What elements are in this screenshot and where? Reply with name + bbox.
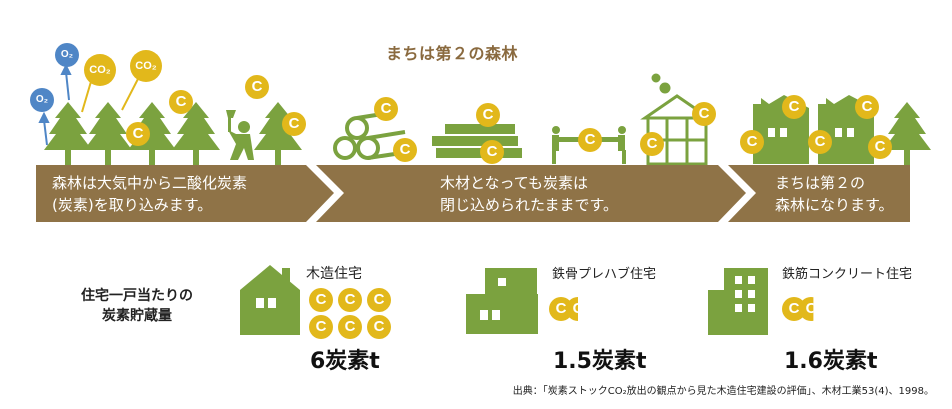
carbon-coin: C (374, 97, 398, 121)
house-type-label: 鉄筋コンクリート住宅 (782, 267, 913, 282)
band-step-2: 木材となっても炭素は 閉じ込められたままです。 (440, 172, 618, 216)
source-citation: 出典：「炭素ストックCO₂放出の観点から見た木造住宅建設の評価」、木材工業53(… (512, 386, 934, 397)
rc-house-value: 1.6炭素t (784, 349, 878, 374)
infographic-title: まちは第２の森林 (386, 44, 519, 63)
carbon-coin: C (309, 315, 333, 339)
step-text: 閉じ込められたままです。 (440, 196, 619, 214)
carbon-coin: C (640, 132, 664, 156)
step-text: 森林は大気中から二酸化炭素 (52, 174, 248, 192)
carbon-coin: C (808, 130, 832, 154)
carbon-coin: C (480, 140, 504, 164)
co2-bubble: CO₂ (84, 54, 116, 86)
rc-building-icon (708, 268, 768, 335)
carbon-coin: C (367, 315, 391, 339)
step-text: まちは第２の (775, 174, 866, 192)
oxygen-arrows-icon (38, 63, 72, 146)
carbon-coin: C (692, 102, 716, 126)
process-band (36, 165, 910, 222)
carbon-coin: C (578, 128, 602, 152)
band-step-3: まちは第２の 森林になります。 (775, 172, 894, 216)
house-type-label: 鉄骨プレハブ住宅 (552, 267, 657, 282)
carbon-coin: C (393, 138, 417, 162)
carbon-coin: C (338, 315, 362, 339)
carbon-coin: C (245, 75, 269, 99)
carbon-coin: C (868, 135, 892, 159)
band-step-1: 森林は大気中から二酸化炭素 (炭素)を取り込みます。 (52, 172, 247, 216)
carbon-coin-partial: C (799, 297, 814, 321)
step-text: (炭素)を取り込みます。 (52, 196, 213, 214)
carbon-coin: C (855, 95, 879, 119)
carbon-coin: C (282, 112, 306, 136)
wooden-house-icon (240, 265, 300, 335)
carbon-coin: C (169, 90, 193, 114)
lumber-stack-icon (432, 124, 522, 158)
scene-illustration (36, 63, 931, 222)
carbon-coin: C (126, 122, 150, 146)
wooden-house-value: 6炭素t (310, 349, 380, 374)
storage-label-line: 炭素貯蔵量 (102, 308, 172, 324)
storage-label: 住宅一戸当たりの 炭素貯蔵量 (62, 286, 212, 326)
o2-bubble: O₂ (30, 88, 54, 112)
carbon-coin: C (740, 130, 764, 154)
steel-prefab-house-icon (466, 268, 538, 334)
carbon-coin: C (367, 288, 391, 312)
carbon-coin: C (338, 288, 362, 312)
house-type-icons (240, 265, 768, 335)
lumberjack-icon (226, 110, 254, 160)
carbon-coin: C (309, 288, 333, 312)
carbon-coin-half: C (566, 297, 578, 321)
house-type-label: 木造住宅 (306, 266, 362, 282)
step-text: 木材となっても炭素は (440, 174, 589, 192)
carbon-coin: C (476, 103, 500, 127)
step-text: 森林になります。 (775, 196, 894, 214)
steel-house-value: 1.5炭素t (553, 349, 647, 374)
o2-bubble: O₂ (55, 43, 79, 67)
co2-bubble: CO₂ (130, 50, 162, 82)
storage-label-line: 住宅一戸当たりの (81, 288, 193, 304)
carbon-coin: C (782, 95, 806, 119)
